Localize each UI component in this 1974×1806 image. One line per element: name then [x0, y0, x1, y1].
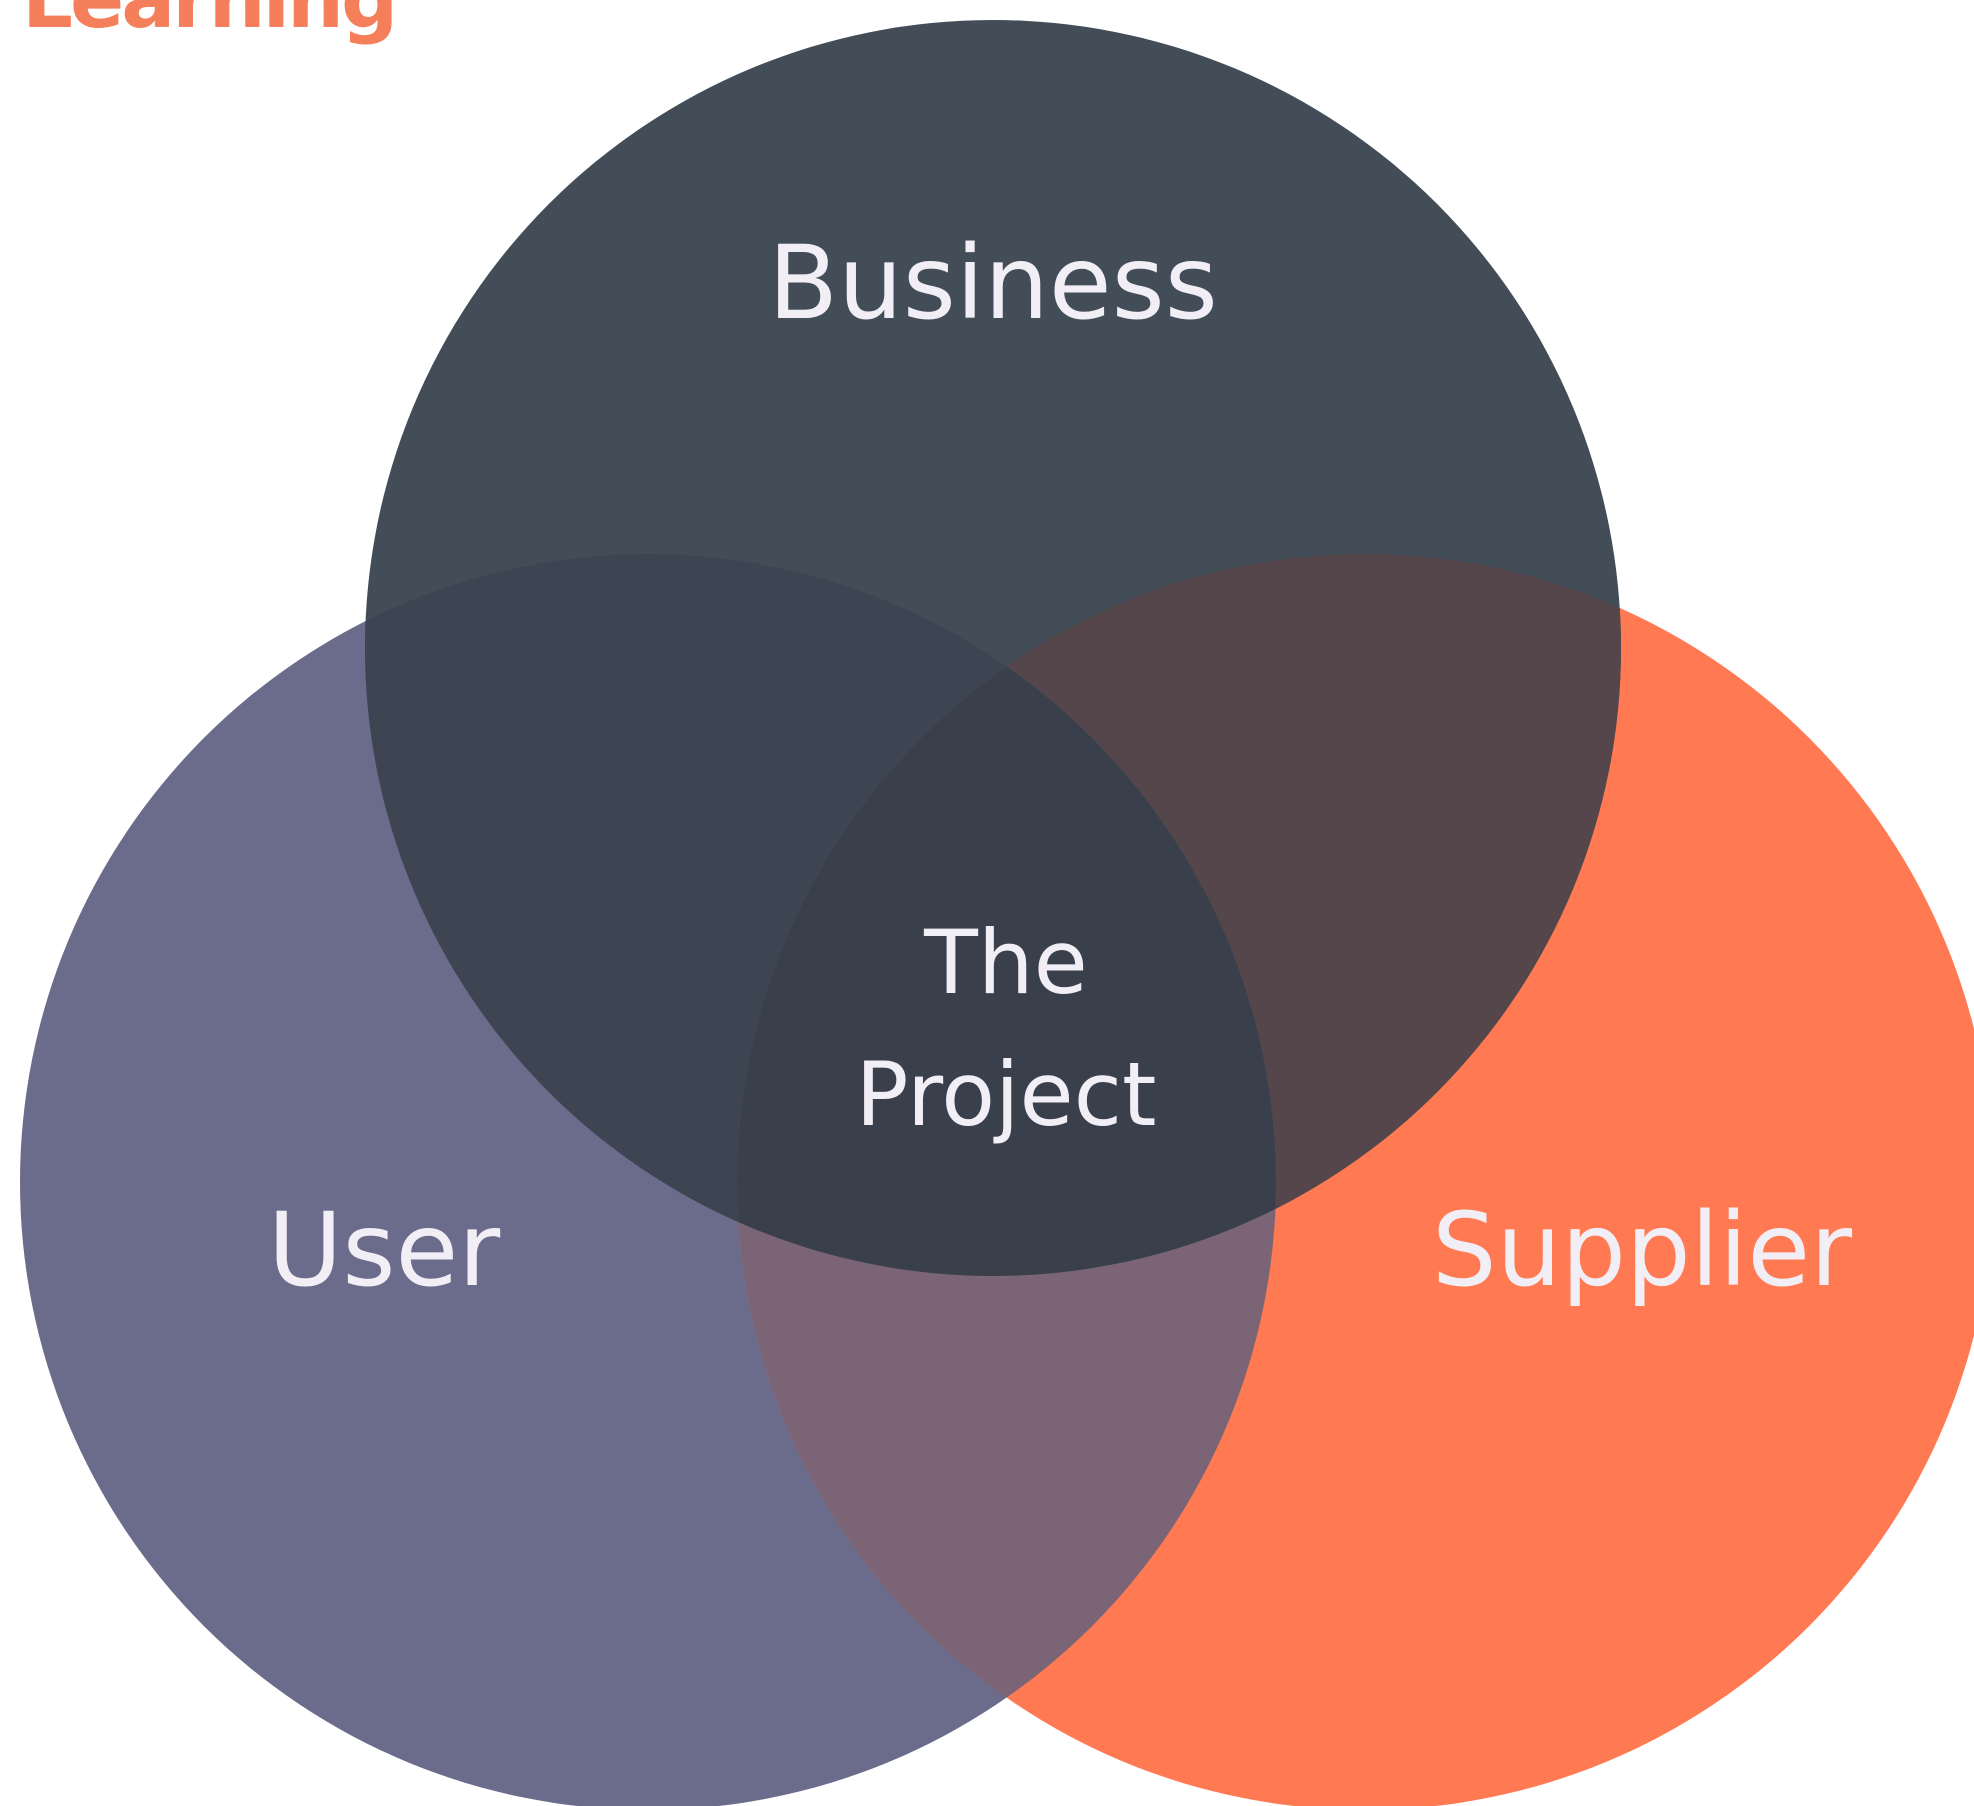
supplier-label: Supplier: [1432, 1191, 1852, 1310]
center-label-line-2: Project: [855, 1043, 1156, 1146]
center-label-line-1: The: [923, 911, 1088, 1014]
user-label: User: [268, 1191, 501, 1310]
brand-logo-text: Learning: [22, 0, 398, 40]
business-label: Business: [768, 224, 1218, 343]
